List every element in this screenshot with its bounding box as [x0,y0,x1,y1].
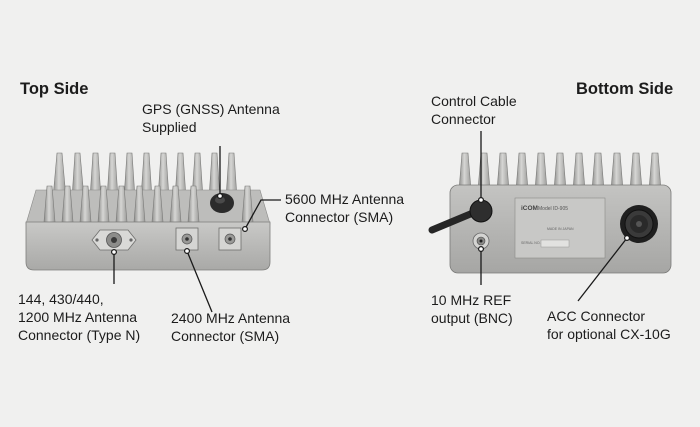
bottom-unit: iCOM Model ID-905 MADE IN JAPAN SERIAL N… [428,152,672,274]
acc-connector-label: ACC Connector for optional CX-10G [547,308,671,342]
plate-model: Model ID-905 [538,206,568,212]
ant-2400-label: 2400 MHz Antenna Connector (SMA) [171,310,291,344]
top-side-title: Top Side [20,80,89,98]
gps-antenna [210,193,234,213]
ref-output-label: 10 MHz REF output (BNC) [431,292,513,326]
plate-serial: SERIAL NO. [521,241,541,245]
top-unit [25,152,271,271]
plate-brand: iCOM [521,205,538,212]
leader-lines [113,131,628,313]
sma-2400-connector [175,227,199,251]
bottom-side-title: Bottom Side [576,80,674,98]
sma-5600-connector [218,227,242,251]
type-n-connector [91,229,137,251]
acc-connector [620,205,658,243]
control-cable-label: Control Cable Connector [431,93,517,127]
type-n-label: 144, 430/440, 1200 MHz Antenna Connector… [18,291,141,343]
label-plate: iCOM Model ID-905 MADE IN JAPAN SERIAL N… [514,197,606,259]
gps-antenna-label: GPS (GNSS) Antenna Supplied [142,101,280,135]
plate-made: MADE IN JAPAN [547,227,574,231]
ant-5600-label: 5600 MHz Antenna Connector (SMA) [285,191,405,225]
control-cable [428,199,493,234]
